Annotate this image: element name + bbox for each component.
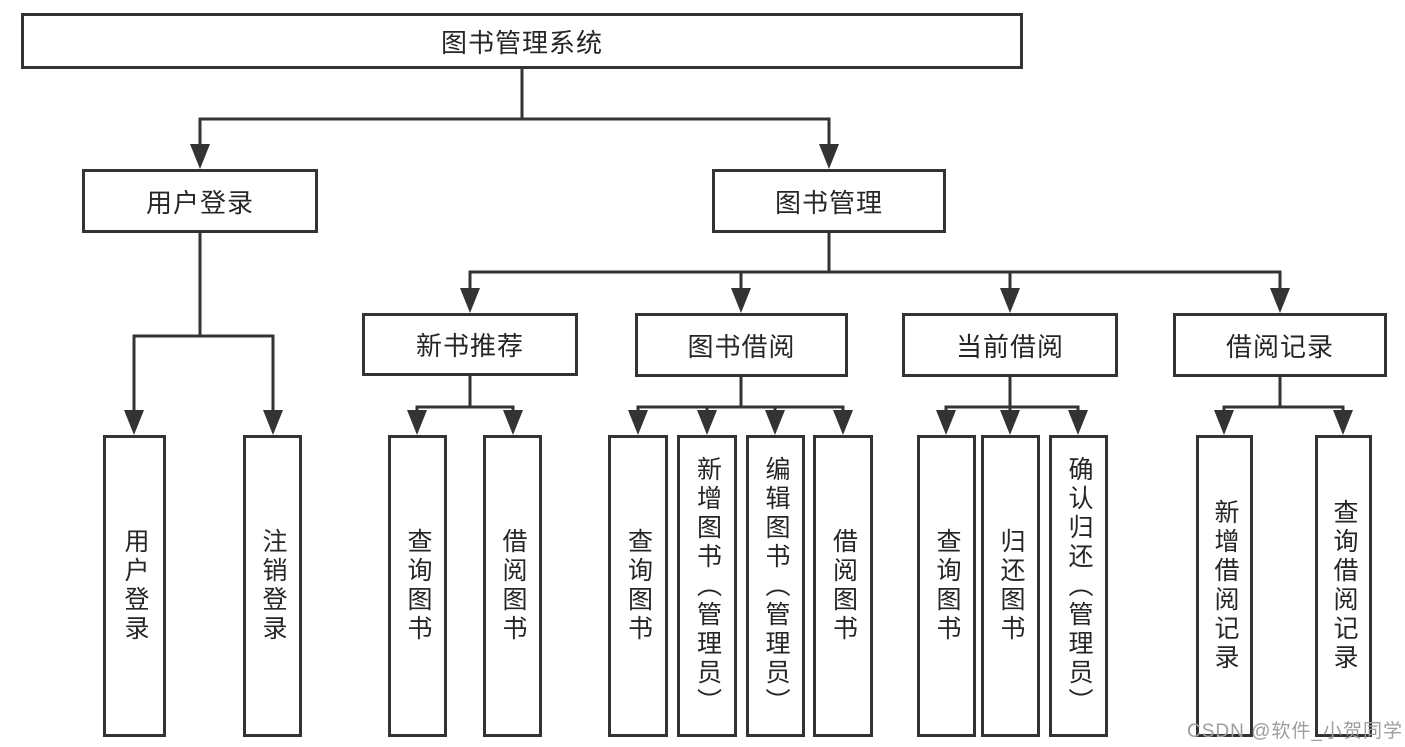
arrowhead-icon-borrowing-to-leaves-0: [628, 410, 648, 435]
node-new-book-recommend: 新书推荐: [362, 313, 578, 376]
arrowhead-icon-current-to-leaves-0: [936, 410, 956, 435]
arrowhead-icon-borrowing-to-leaves-2: [765, 410, 785, 435]
arrowhead-icon-root-to-level2-0: [190, 144, 210, 169]
node-borrowing-records: 借阅记录: [1173, 313, 1387, 377]
leaf-current-query-books: 查询图书: [917, 435, 976, 737]
arrowhead-icon-new-books-to-leaves-1: [503, 410, 523, 435]
node-book-borrowing: 图书借阅: [635, 313, 848, 377]
arrowhead-icon-current-to-leaves-2: [1068, 410, 1088, 435]
arrowhead-icon-borrowing-to-leaves-1: [697, 410, 717, 435]
arrowhead-icon-book-mgmt-to-sections-2: [1000, 288, 1020, 313]
arrowhead-icon-book-mgmt-to-sections-3: [1270, 288, 1290, 313]
arrowhead-icon-user-login-to-leaves-1: [263, 410, 283, 435]
arrowhead-icon-book-mgmt-to-sections-0: [460, 288, 480, 313]
node-current-borrowing: 当前借阅: [902, 313, 1118, 377]
arrowhead-icon-new-books-to-leaves-0: [407, 410, 427, 435]
arrowhead-icon-root-to-level2-1: [819, 144, 839, 169]
arrowhead-icon-book-mgmt-to-sections-1: [731, 288, 751, 313]
csdn-watermark: CSDN @软件_小贺同学: [1187, 721, 1403, 742]
node-root-system: 图书管理系统: [21, 13, 1023, 69]
leaf-borrowing-borrow-books: 借阅图书: [813, 435, 873, 737]
leaf-current-confirm-return-admin: 确认归还（管理员）: [1049, 435, 1108, 737]
leaf-borrowing-add-books-admin: 新增图书（管理员）: [677, 435, 737, 737]
leaf-user-login: 用户登录: [103, 435, 166, 737]
leaf-records-query-record: 查询借阅记录: [1315, 435, 1372, 737]
node-book-management: 图书管理: [712, 169, 946, 233]
leaf-current-return-books: 归还图书: [981, 435, 1040, 737]
arrowhead-icon-borrowing-to-leaves-3: [833, 410, 853, 435]
leaf-newbooks-query-books: 查询图书: [388, 435, 447, 737]
arrowhead-icon-records-to-leaves-0: [1214, 410, 1234, 435]
arrowhead-icon-records-to-leaves-1: [1333, 410, 1353, 435]
leaf-borrowing-query-books: 查询图书: [608, 435, 668, 737]
leaf-logout: 注销登录: [243, 435, 302, 737]
leaf-records-add-record: 新增借阅记录: [1196, 435, 1253, 737]
arrowhead-icon-user-login-to-leaves-0: [124, 410, 144, 435]
leaf-newbooks-borrow-books: 借阅图书: [483, 435, 542, 737]
arrowhead-icon-current-to-leaves-1: [1000, 410, 1020, 435]
node-user-login: 用户登录: [82, 169, 318, 233]
leaf-borrowing-edit-books-admin: 编辑图书（管理员）: [746, 435, 805, 737]
